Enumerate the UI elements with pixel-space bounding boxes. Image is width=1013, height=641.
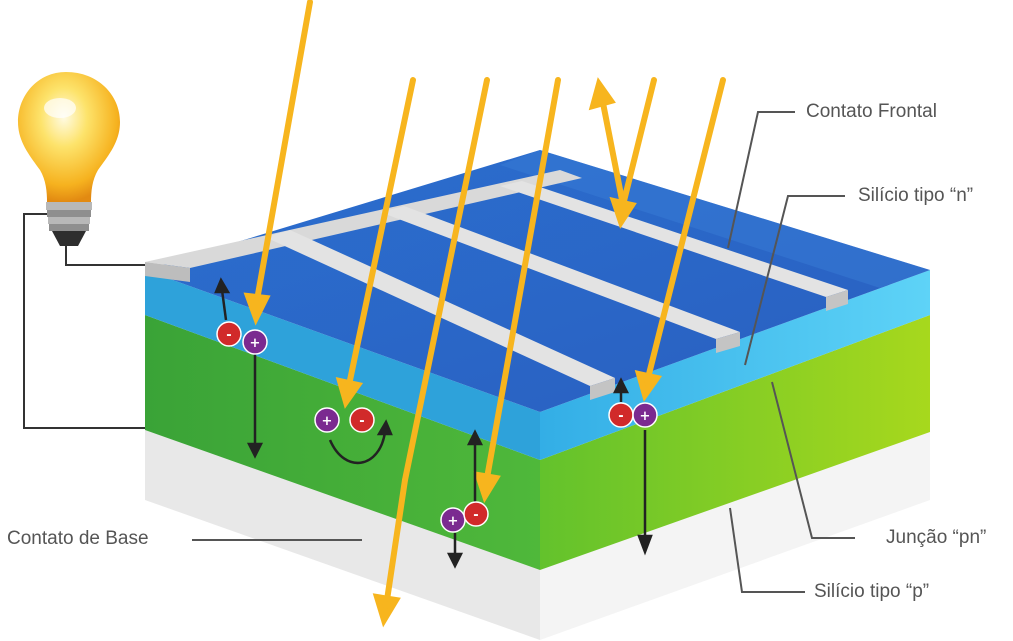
sun-ray (402, 77, 490, 483)
electron-hole-pair: + - (314, 407, 375, 433)
leader-front-contact (727, 111, 795, 249)
hole-sign: + (640, 409, 651, 424)
p-silicon-label: Silício tipo “p” (814, 581, 930, 602)
sun-ray (384, 477, 408, 603)
solar-cell-block (145, 150, 930, 640)
sun-ray-arrowhead (634, 369, 663, 402)
sun-ray-reflected (600, 100, 626, 208)
sun-ray (645, 77, 726, 381)
hole-sign: + (250, 336, 261, 351)
electron-sign: - (618, 409, 623, 424)
sun-ray-arrowhead (588, 77, 616, 111)
carrier-motion-arrows (214, 277, 653, 569)
front-contact-grid (145, 170, 848, 400)
electron (463, 501, 489, 527)
top-highlight (500, 150, 930, 288)
electron (349, 407, 375, 433)
electron-hole-pair: - + (216, 321, 268, 355)
n-silicon-label: Silício tipo “n” (858, 185, 974, 206)
hole (632, 402, 658, 428)
hole-sign: + (322, 414, 333, 429)
electron-sign: - (226, 328, 231, 343)
electron-hole-pair: - + (608, 402, 658, 428)
label-leader-lines (192, 111, 855, 593)
hole (242, 329, 268, 355)
leader-n-silicon (744, 195, 845, 366)
base-contact-label: Contato de Base (7, 528, 149, 549)
base-contact-front (145, 430, 540, 640)
sun-ray-arrowhead (372, 593, 401, 628)
n-layer-top (145, 150, 930, 412)
sun-ray-arrowhead (473, 471, 501, 504)
electron-hole-pair: + - (440, 501, 489, 533)
n-layer-front (145, 270, 540, 460)
pn-junction-label: Junção “pn” (886, 527, 987, 548)
sunlight-rays (243, 0, 726, 628)
front-contact-label: Contato Frontal (806, 101, 937, 122)
sun-ray (346, 77, 416, 388)
external-circuit-wire (23, 213, 145, 429)
electron-sign: - (359, 414, 364, 429)
sun-ray-reflected (620, 77, 657, 208)
sun-ray-arrowhead (243, 292, 271, 326)
leader-p-silicon (729, 507, 805, 593)
electron-sign: - (473, 508, 478, 523)
light-bulb-icon (18, 72, 120, 246)
hole (314, 407, 340, 433)
sun-ray (484, 77, 561, 481)
p-layer-front (145, 315, 540, 570)
leader-pn-junction (771, 381, 855, 539)
electron (216, 321, 242, 347)
hole-sign: + (448, 514, 459, 529)
p-layer-right (540, 315, 930, 570)
sun-ray-arrowhead (335, 376, 364, 409)
sun-ray (254, 0, 313, 303)
